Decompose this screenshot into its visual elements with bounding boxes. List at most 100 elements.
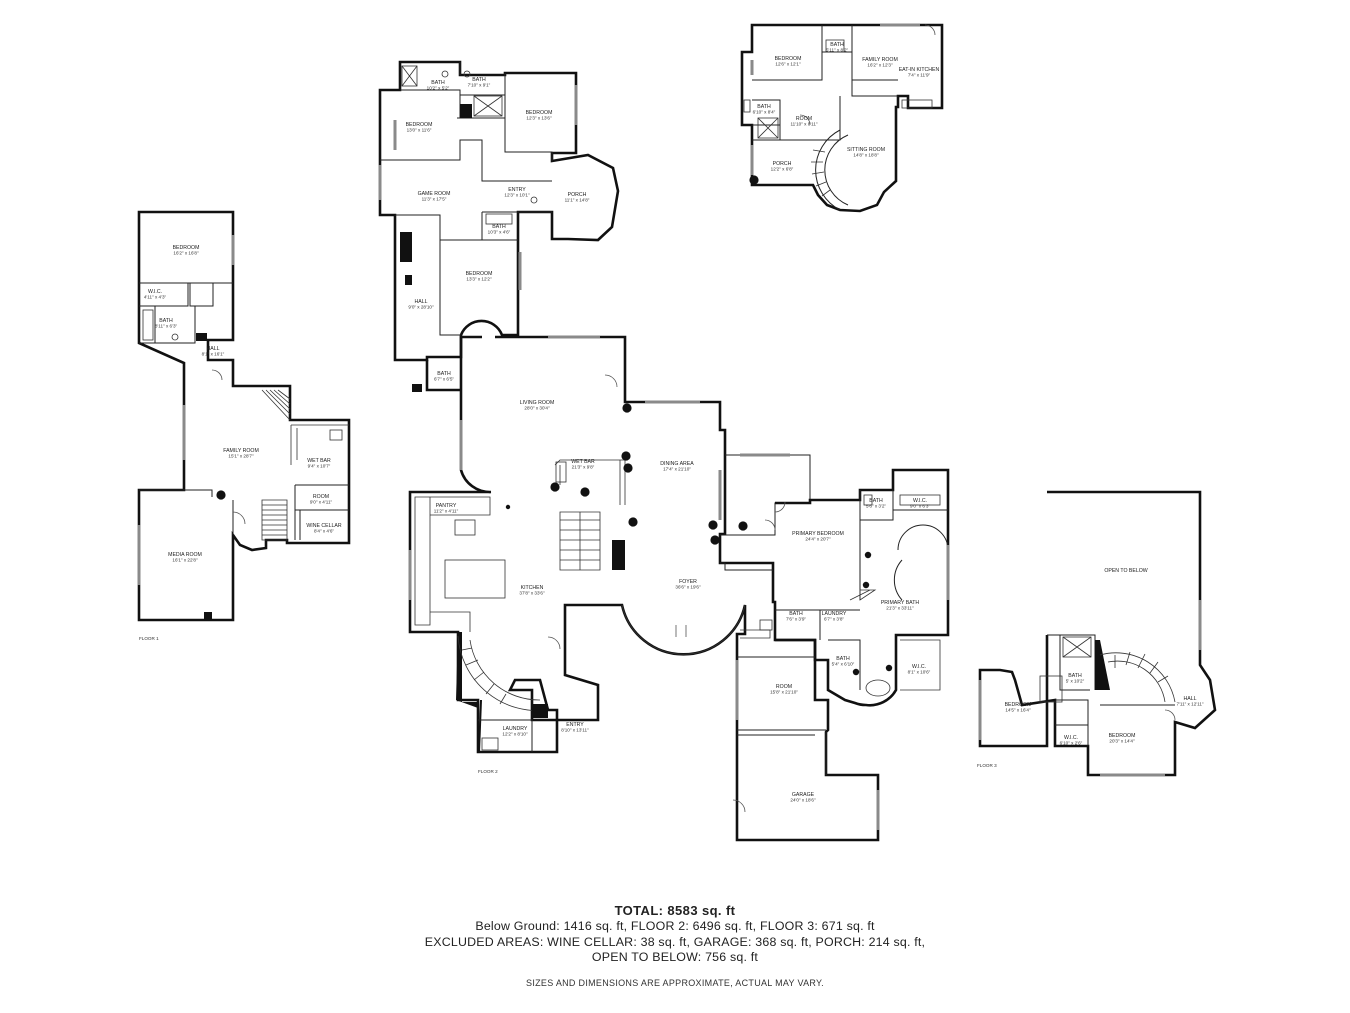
room-name: BEDROOM xyxy=(1109,733,1136,739)
floor-label: FLOOR 2 xyxy=(478,769,498,774)
room-name: PORCH xyxy=(773,161,792,167)
room-dimensions: 21'3" x 9'8" xyxy=(572,465,595,470)
room-dimensions: 5' x 10'2" xyxy=(1066,679,1085,684)
room-dimensions: 10'2" x 5'2" xyxy=(427,86,450,91)
room-dimensions: 13'3" x 12'2" xyxy=(466,277,492,282)
room-dimensions: 7'6" x 3'9" xyxy=(786,617,806,622)
open-to-below-area: OPEN TO BELOW: 756 sq. ft xyxy=(591,950,759,964)
room-name: BATH xyxy=(437,371,451,377)
room-name: ENTRY xyxy=(508,187,526,193)
room-name: KITCHEN xyxy=(521,585,544,591)
room-dimensions: 12'3" x 10'1" xyxy=(504,193,530,198)
room-name: MEDIA ROOM xyxy=(168,552,202,558)
room-dimensions: 8'10" x 13'11" xyxy=(561,728,589,733)
room-dimensions: 9'0" x 4'11" xyxy=(310,500,333,505)
room-dimensions: 9'0" x 28'10" xyxy=(408,305,434,310)
room-name: EAT-IN KITCHEN xyxy=(899,67,940,73)
room-name: LAUNDRY xyxy=(822,611,847,617)
room-dimensions: 36'6" x 19'6" xyxy=(675,585,701,590)
room-dimensions: 13'0" x 11'6" xyxy=(407,128,432,133)
room-dimensions: 20'3" x 14'4" xyxy=(1109,739,1135,744)
room-dimensions: 14'8" x 18'8" xyxy=(853,153,879,158)
room-name: PANTRY xyxy=(436,503,457,509)
room-dimensions: 7'11" x 12'11" xyxy=(1176,702,1203,707)
room-name: BATH xyxy=(836,656,850,662)
room-dimensions: 12'2" x 6'8" xyxy=(771,167,794,172)
room-name: ENTRY xyxy=(566,722,584,728)
room-dimensions: 11'10" x 8'11" xyxy=(790,122,817,127)
room-dimensions: 6'7" x 6'5" xyxy=(434,377,454,382)
room-name: GAME ROOM xyxy=(418,191,451,197)
room-dimensions: 7'10" x 9'1" xyxy=(468,83,491,88)
room-name: PRIMARY BEDROOM xyxy=(792,531,844,537)
floor-label: FLOOR 3 xyxy=(977,763,997,768)
floor-label: FLOOR 1 xyxy=(139,636,159,641)
room-dimensions: 8'1" x 16'1" xyxy=(202,352,225,357)
room-name: DINING AREA xyxy=(660,461,694,467)
room-name: FAMILY ROOM xyxy=(862,57,898,63)
room-name: BATH xyxy=(1068,673,1082,679)
room-dimensions: 9'0" x 6'3" xyxy=(910,504,930,509)
room-dimensions: 11'3" x 17'5" xyxy=(422,197,447,202)
room-dimensions: 12'6" x 12'1" xyxy=(775,62,801,67)
room-dimensions: 6'10" x 2'6" xyxy=(1060,741,1083,746)
room-name: LAUNDRY xyxy=(503,726,528,732)
room-dimensions: 16'2" x 12'3" xyxy=(867,63,893,68)
room-name: SITTING ROOM xyxy=(847,147,885,153)
room-dimensions: 4'11" x 4'3" xyxy=(144,295,167,300)
room-dimensions: 12'3" x 13'6" xyxy=(526,116,552,121)
room-dimensions: 11'2" x 4'11" xyxy=(434,509,459,514)
room-dimensions: 6'10" x 8'4" xyxy=(753,110,776,115)
room-dimensions: 16'1" x 22'8" xyxy=(172,558,198,563)
room-dimensions: 21'3" x 33'11" xyxy=(886,606,914,611)
room-dimensions: 7'4" x 11'9" xyxy=(908,73,931,78)
room-dimensions: 28'0" x 30'4" xyxy=(524,406,550,411)
excluded-areas: EXCLUDED AREAS: WINE CELLAR: 38 sq. ft, … xyxy=(424,935,926,949)
room-name: BEDROOM xyxy=(173,245,200,251)
disclaimer: SIZES AND DIMENSIONS ARE APPROXIMATE, AC… xyxy=(526,978,824,988)
room-dimensions: 11'1" x 14'8" xyxy=(565,198,590,203)
total-area: TOTAL: 8583 sq. ft xyxy=(614,903,736,918)
room-name: OPEN TO BELOW xyxy=(1104,568,1147,574)
room-name: BEDROOM xyxy=(406,122,433,128)
room-dimensions: 8'4" x 4'6" xyxy=(314,529,334,534)
room-name: W.I.C. xyxy=(148,289,162,295)
room-name: GARAGE xyxy=(792,792,815,798)
room-dimensions: 5'11" x 8'2" xyxy=(826,48,849,53)
room-dimensions: 24'0" x 18'6" xyxy=(790,798,816,803)
room-name: BATH xyxy=(431,80,445,86)
room-dimensions: 24'4" x 20'7" xyxy=(805,537,831,542)
room-name: WET BAR xyxy=(307,458,331,464)
room-dimensions: 17'4" x 21'10" xyxy=(663,467,691,472)
room-name: HALL xyxy=(207,346,220,352)
room-name: W.I.C. xyxy=(1064,735,1078,741)
floor-1-plan xyxy=(137,210,351,622)
room-dimensions: 15'1" x 28'7" xyxy=(228,454,254,459)
room-name: W.I.C. xyxy=(913,498,927,504)
room-name: BEDROOM xyxy=(526,110,553,116)
room-name: ROOM xyxy=(313,494,329,500)
room-dimensions: 12'2" x 8'10" xyxy=(502,732,528,737)
room-dimensions: 16'2" x 16'8" xyxy=(173,251,199,256)
area-breakdown: Below Ground: 1416 sq. ft, FLOOR 2: 6496… xyxy=(475,919,875,933)
room-name: HALL xyxy=(415,299,428,305)
room-name: FOYER xyxy=(679,579,697,585)
room-name: BATH xyxy=(830,42,844,48)
room-name: BATH xyxy=(869,498,883,504)
room-name: ROOM xyxy=(796,116,812,122)
room-name: BATH xyxy=(757,104,771,110)
room-name: HALL xyxy=(1184,696,1197,702)
room-name: WINE CELLAR xyxy=(306,523,341,529)
room-dimensions: 5'6" x 3'2" xyxy=(866,504,886,509)
room-dimensions: 6'7" x 3'8" xyxy=(824,617,844,622)
room-name: W.I.C. xyxy=(912,664,926,670)
room-name: BATH xyxy=(492,224,506,230)
room-name: BATH xyxy=(159,318,173,324)
floor-2-plan xyxy=(378,60,950,842)
room-name: BEDROOM xyxy=(1005,702,1032,708)
floor-2-upper-wing-plan xyxy=(740,23,944,213)
room-dimensions: 8'11" x 6'3" xyxy=(155,324,178,329)
room-dimensions: 15'8" x 21'10" xyxy=(770,690,798,695)
room-name: PRIMARY BATH xyxy=(881,600,920,606)
